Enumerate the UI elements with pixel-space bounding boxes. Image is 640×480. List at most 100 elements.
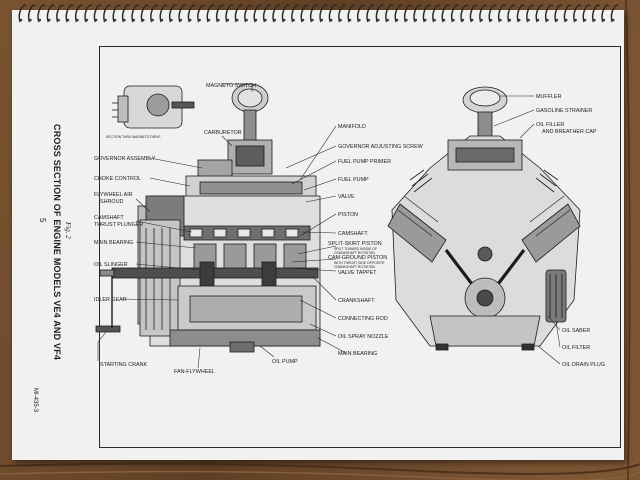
binding-hole [47, 18, 51, 22]
binding-hole [188, 18, 192, 22]
binding-hole [452, 18, 455, 22]
binding-loop [103, 4, 112, 23]
binding-hole [235, 18, 239, 22]
binding-hole [527, 18, 530, 22]
binding-loop [121, 4, 131, 23]
binding-hole [254, 18, 258, 22]
binding-hole [546, 18, 549, 22]
leader-lines [97, 83, 561, 369]
binding-hole [376, 18, 380, 22]
binding-loop [338, 4, 347, 23]
label-oil-filter: OIL FILTER [562, 345, 590, 351]
binding-hole [226, 18, 230, 22]
binding-loop [544, 4, 554, 23]
binding-hole [489, 18, 493, 22]
binding-hole [170, 18, 173, 22]
binding-loop [413, 4, 422, 23]
binding-hole [414, 18, 418, 22]
binding-hole [29, 18, 32, 22]
label-manifold: MANIFOLD [338, 124, 366, 130]
binding-loop [74, 4, 84, 23]
binding-hole [301, 18, 305, 22]
binding-loop [291, 4, 300, 23]
binding-loop [225, 4, 234, 23]
binding-loop [432, 4, 441, 23]
binding-loop [563, 4, 572, 23]
binding-hole [442, 18, 446, 22]
binding-loop [112, 4, 121, 23]
binding-loop [526, 4, 535, 23]
binding-loop [244, 4, 253, 23]
binding-loop [140, 4, 149, 23]
binding-hole [66, 18, 70, 22]
binding-loop [206, 4, 215, 23]
label-governor-adjusting-screw: GOVERNOR ADJUSTING SCREW [338, 144, 424, 150]
binding-hole [395, 18, 399, 22]
label-cam-ground-note-1: WITH THRUST SIDE OPPOSITE [334, 261, 385, 265]
binding-hole [348, 18, 352, 22]
binding-hole [19, 18, 23, 22]
binding-loop [65, 4, 74, 23]
label-cam-ground-piston: CAM-GROUND PISTON [328, 255, 387, 261]
binding-loop [591, 4, 601, 23]
binding-loop [422, 4, 431, 23]
binding-hole [461, 18, 465, 22]
label-idler-gear: IDLER GEAR [94, 297, 127, 303]
label-cam-ground-note-2: CRANKSHAFT ROTATION [334, 265, 375, 269]
binding-loop [450, 4, 460, 23]
binding-loop [366, 4, 375, 23]
label-starting-crank: STARTING CRANK [100, 362, 148, 368]
binding-loop [507, 4, 516, 23]
label-fuel-pump: FUEL PUMP [338, 177, 369, 183]
binding-hole [38, 18, 42, 22]
label-camshaft-thrust-plunger-2: THRUST PLUNGER [94, 222, 143, 228]
binding-hole [273, 18, 277, 22]
binding-loop [178, 4, 187, 23]
label-section-thru-magneto-drive: SECTION THRU MAGNETO DRIVE [106, 135, 161, 139]
binding-hole [358, 18, 361, 22]
binding-hole [104, 18, 107, 22]
label-piston: PISTON [338, 212, 358, 218]
binding-loop [131, 4, 140, 23]
right-engine-section-drawing [387, 86, 581, 351]
binding-hole [85, 18, 89, 22]
binding-loop [27, 4, 37, 23]
label-camshaft-thrust-plunger-1: CAMSHAFT [94, 215, 124, 221]
binding-hole [207, 18, 211, 22]
label-magneto-switch: MAGNETO SWITCH [206, 83, 256, 89]
binding-loop [319, 4, 328, 23]
label-muffler: MUFFLER [536, 94, 562, 100]
binding-loop [159, 4, 168, 23]
label-flywheel-air-shroud-1: FLYWHEEL AIR [94, 192, 133, 198]
label-main-bearing-left: MAIN BEARING [94, 240, 133, 246]
label-split-skirt-note-2: CRANKSHAFT ROTATION [334, 251, 375, 255]
binding-hole [611, 18, 615, 22]
binding-loop [356, 4, 366, 23]
binding-loop [253, 4, 262, 23]
binding-hole [264, 18, 267, 22]
label-oil-pump: OIL PUMP [272, 359, 298, 365]
binding-hole [593, 18, 596, 22]
binding-hole [76, 18, 79, 22]
binding-hole [245, 18, 248, 22]
binding-hole [141, 18, 145, 22]
binding-hole [499, 18, 502, 22]
binding-hole [517, 18, 521, 22]
binding-hole [602, 18, 606, 22]
binding-loop [488, 4, 497, 23]
binding-hole [329, 18, 333, 22]
label-split-skirt-note-1: SPLIT TOWARD INSIDE OF [334, 247, 377, 251]
label-split-skirt-piston: SPLIT-SKIRT PISTON [328, 241, 382, 247]
label-valve: VALVE [338, 194, 355, 200]
label-camshaft: CAMSHAFT [338, 231, 368, 237]
label-oil-saber: OIL SABER [562, 328, 590, 334]
binding-loop [573, 4, 582, 23]
binding-loop [215, 4, 225, 23]
binding-loop [281, 4, 290, 23]
binding-loop [479, 4, 488, 23]
binding-loop [403, 4, 413, 23]
label-flywheel-air-shroud-2: SHROUD [100, 199, 123, 205]
label-gasoline-strainer: GASOLINE STRAINER [536, 108, 592, 114]
binding-loop [460, 4, 469, 23]
binding-loop [469, 4, 478, 23]
